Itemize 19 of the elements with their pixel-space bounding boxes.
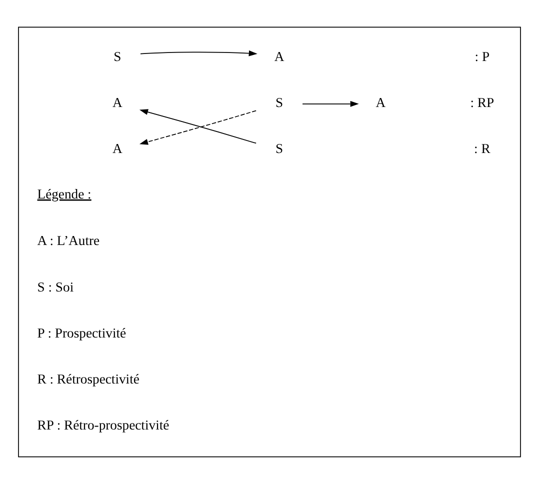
label: A : L’Autre: [37, 232, 100, 248]
arrow: [302, 100, 359, 106]
label: P : Prospectivité: [37, 324, 126, 340]
label: : R: [474, 140, 490, 156]
label: S : Soi: [37, 278, 74, 294]
node-text: A: [376, 94, 386, 110]
label: : RP: [470, 94, 494, 110]
cluster: [18, 26, 521, 457]
node-text: A: [112, 140, 122, 156]
node-text: A: [112, 94, 122, 110]
label: R : Rétrospectivité: [37, 370, 140, 386]
label: : P: [474, 48, 490, 64]
node-text: A: [274, 48, 284, 64]
arrow: [140, 50, 258, 56]
node-text: S: [276, 94, 284, 110]
label: Légende :: [37, 186, 92, 201]
node-text: S: [114, 48, 122, 64]
label: RP : Rétro-prospectivité: [37, 416, 170, 432]
node-text: S: [276, 140, 284, 156]
